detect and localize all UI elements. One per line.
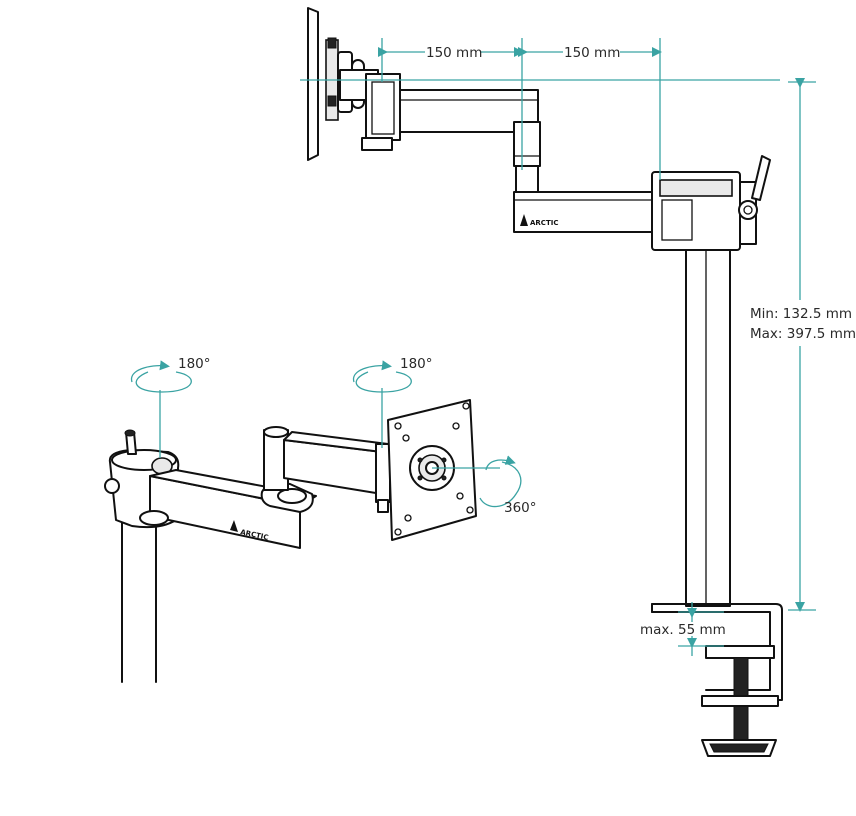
upper-arm-segment-1: [361, 73, 539, 151]
clamp-swivel-label: 180°: [178, 356, 211, 372]
pole: [685, 249, 731, 607]
lower-assembly: ARCTIC: [104, 356, 537, 683]
arctic-logo-icon-lower: [230, 520, 238, 532]
rotation-guides: [159, 388, 500, 469]
dimension-lines: 150 mm 150 mm Min: 132.5 mm Max: 397.5 m…: [300, 38, 856, 656]
dim-pole-max: Max: 397.5 mm: [750, 326, 856, 342]
top-arm-brand: ARCTIC: [530, 219, 558, 227]
arm-swivel-label: 180°: [400, 356, 433, 372]
lower-pole: [121, 519, 157, 683]
upper-elbow-joint: [513, 121, 541, 193]
dim-arm-segment-1: 150 mm: [426, 45, 482, 61]
dim-clamp-max: max. 55 mm: [640, 622, 726, 638]
dim-arm-segment-2: 150 mm: [564, 45, 620, 61]
vesa-plate-front: [387, 399, 477, 541]
desk-clamp: [651, 603, 783, 757]
plate-rotation-arrow-icon: [479, 455, 522, 508]
clamp-swivel-arrow-icon: [131, 360, 192, 393]
pole-head: [651, 155, 771, 251]
arm-swivel-arrow-icon: [353, 360, 412, 393]
dim-pole-min: Min: 132.5 mm: [750, 306, 852, 322]
plate-rotation-label: 360°: [504, 500, 537, 516]
upper-arm-segment-2: ARCTIC: [513, 191, 657, 233]
top-assembly: ARCTIC: [307, 7, 783, 757]
arctic-logo-icon: [520, 214, 528, 226]
